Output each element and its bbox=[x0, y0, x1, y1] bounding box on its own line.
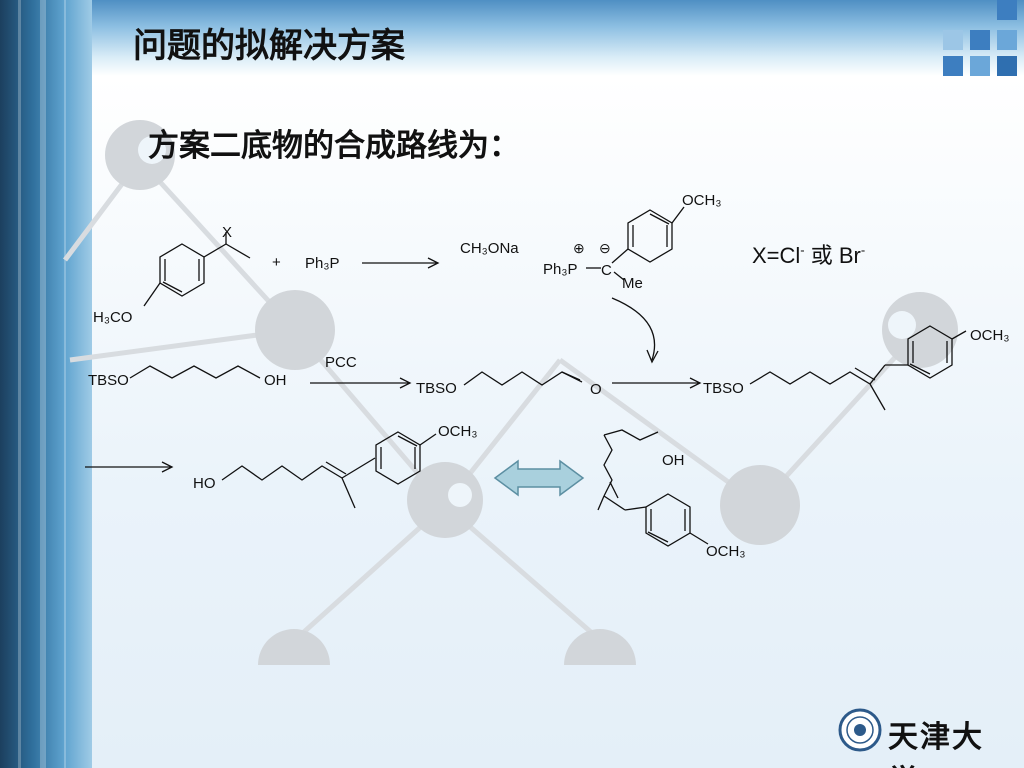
label-ch3ona: CH₃ONa bbox=[460, 240, 519, 257]
label-tbso-1: TBSO bbox=[88, 372, 129, 389]
label-tbso-2: TBSO bbox=[416, 380, 457, 397]
university-logo: 天津大学 bbox=[838, 708, 988, 768]
label-tbso-3: TBSO bbox=[703, 380, 744, 397]
label-alt-och3: OCH₃ bbox=[706, 543, 745, 560]
halide-note: X=Cl- 或 Br- bbox=[752, 238, 865, 270]
label-aldehyde-o: O bbox=[590, 381, 602, 398]
label-ylide-ph3p: Ph₃P bbox=[543, 261, 577, 278]
label-ylide-me: Me bbox=[622, 275, 643, 292]
header-band bbox=[92, 0, 1024, 76]
benzene-ring-alkene bbox=[907, 325, 953, 379]
label-x: X bbox=[222, 224, 232, 241]
benzene-ring-reactant bbox=[159, 243, 205, 297]
label-alkene-och3: OCH₃ bbox=[970, 327, 1009, 344]
label-pcc: PCC bbox=[325, 354, 357, 371]
benzene-ring-product bbox=[375, 431, 421, 485]
label-ho: HO bbox=[193, 475, 216, 492]
note-prefix: X=Cl bbox=[752, 243, 801, 268]
content-background bbox=[92, 76, 1024, 768]
label-ylide-och3: OCH₃ bbox=[682, 192, 721, 209]
label-ph3p: Ph₃P bbox=[305, 255, 339, 272]
slide-title: 问题的拟解决方案 bbox=[133, 26, 405, 66]
note-sup-cl: - bbox=[800, 242, 805, 258]
benzene-ring-alt bbox=[645, 493, 691, 547]
label-alt-oh: OH bbox=[662, 452, 685, 469]
slide-subtitle: 方案二底物的合成路线为： bbox=[148, 128, 520, 164]
university-name: 天津大学 bbox=[888, 720, 984, 768]
label-ylide-plus: ⊕ bbox=[573, 240, 585, 256]
benzene-ring-ylide bbox=[627, 209, 673, 263]
label-ylide-c: C bbox=[601, 262, 612, 279]
university-seal-icon bbox=[838, 708, 882, 752]
note-or-br: 或 Br bbox=[804, 243, 861, 268]
equivalence-arrow bbox=[493, 459, 585, 497]
left-gradient-bar bbox=[0, 0, 92, 768]
label-product-och3: OCH₃ bbox=[438, 423, 477, 440]
note-sup-br: - bbox=[860, 242, 866, 258]
label-plus: + bbox=[272, 254, 281, 271]
label-ylide-minus: ⊖ bbox=[599, 240, 611, 256]
label-h3co: H₃CO bbox=[93, 309, 132, 326]
label-oh-1: OH bbox=[264, 372, 287, 389]
